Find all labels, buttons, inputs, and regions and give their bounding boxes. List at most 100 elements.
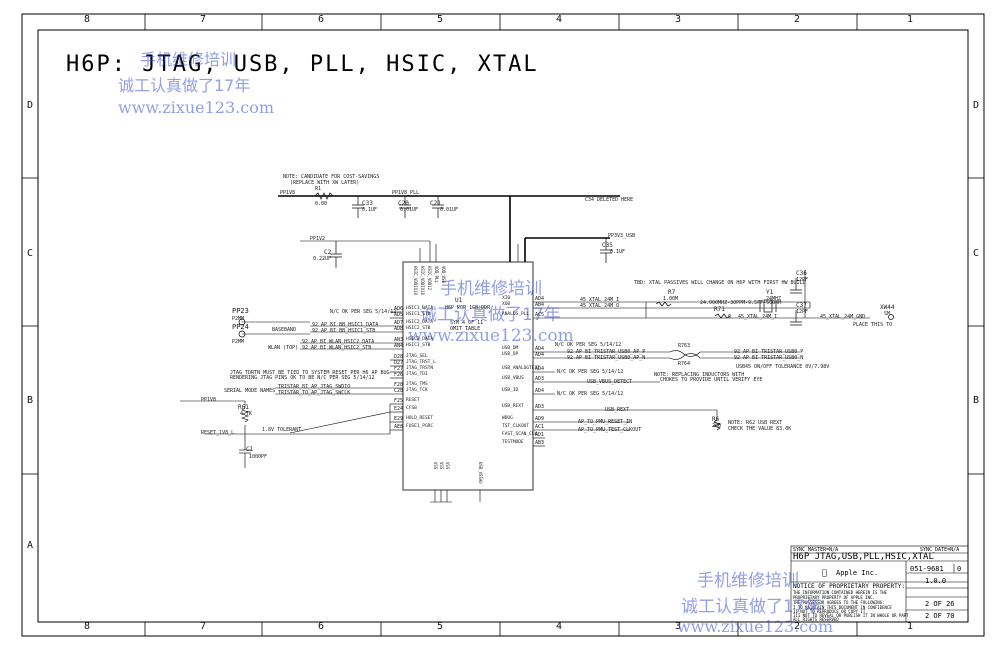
c35-val: 0.1UF — [610, 249, 626, 255]
note-jtag-2: RENDERING JTAG PINS OK TO BE N/C PER SEG… — [230, 375, 375, 381]
u1-pin-name: HSIC3_DATA — [406, 337, 434, 342]
net-pp3v3-usb: PP3V3_USB — [608, 233, 636, 239]
net-jtag-swclk: TRISTAR_TO_AP_JTAG_SWCLK — [278, 390, 351, 396]
row-label: D — [972, 100, 980, 111]
xtal-symbol — [655, 278, 802, 431]
net-reset-1v8: RESET_1V8_L — [201, 430, 235, 436]
u1-pin-number: AD4 — [535, 388, 545, 394]
u1-pin-name: TST_CLKOUT — [502, 424, 530, 429]
c36-val: 12PF — [796, 277, 809, 283]
u1-pin-name: HSIC2_STB — [406, 326, 431, 331]
u1-pin-number: AB4 — [535, 302, 545, 308]
net-pmu-reset: AP_TO_PMU_RESET_IN — [578, 419, 633, 425]
watermark-line1: 手机维修培训 — [140, 50, 237, 69]
u1-bottom-pin: VSS — [433, 462, 438, 470]
u1-pin-name: CFSB — [406, 406, 417, 411]
u1-pin-name: HSIC3_STB — [406, 343, 431, 348]
tb-prop-1: THE INFORMATION CONTAINED HEREIN IS THE — [793, 590, 887, 595]
u1-pin-name: JTAG_SEL — [406, 354, 428, 359]
column-label: 6 — [317, 621, 325, 632]
tb-page-title: H6P JTAG,USB,PLL,HSIC,XTAL — [793, 552, 934, 562]
note-rext-2: CHECK THE VALUE 83.0K — [728, 426, 792, 432]
column-label: 3 — [674, 14, 682, 25]
u1-pin-name: USB_ANALOGTEST — [502, 366, 540, 371]
net-usb-rext: USB_REXT — [605, 407, 630, 413]
u1-pin-number: AD9 — [535, 416, 545, 422]
u1-pin-number: E29 — [394, 416, 404, 422]
net-usb-p-r: 92 AP BI TRISTAR_USB0_P — [734, 349, 804, 355]
net-hsic2-data: 92 AP BI WLAN_HSIC2_DATA — [302, 339, 375, 345]
u1-pin-number: AD3 — [535, 404, 545, 410]
tb-prop-4: I TO MAINTAIN THIS DOCUMENT IN CONFIDENC… — [793, 605, 892, 610]
net-pp1v8-reset: PP1V8 — [201, 397, 217, 403]
u1-pin-name: ANALOG_PLL — [502, 312, 530, 317]
y1-ref: Y1 — [766, 289, 774, 296]
u1-sym: SYM 4 OF 11 — [450, 320, 484, 326]
c2-ref: C2 — [324, 249, 332, 256]
u1-top-pin: VDD_PLL — [434, 266, 439, 283]
tb-proprietary: NOTICE OF PROPRIETARY PROPERTY: — [793, 583, 905, 590]
note-tbd: TBD: XTAL PASSIVES WILL CHANGE ON H6P WI… — [634, 280, 806, 286]
tb-prop-5: II NOT TO REPRODUCE OR COPY IT — [793, 609, 866, 614]
u1-part: H6P_POP_1GB_DDR — [445, 305, 491, 311]
column-label: 7 — [199, 621, 207, 632]
c33-ref: C33 — [362, 200, 373, 207]
u1-bottom-pin: USB_VSSA0 — [478, 462, 483, 484]
net-usb-vbus: USB_VBUS_DETECT — [587, 379, 633, 385]
r61-resistor — [239, 407, 251, 468]
row-label: B — [26, 395, 34, 406]
u1-pin-name: TESTMODE — [502, 440, 524, 445]
net-pmu-clk: AP_TO_PMU_TEST_CLKOUT — [578, 427, 642, 433]
u1-pin-name: RESET — [406, 398, 420, 403]
u1-pin-number: AD4 — [535, 296, 545, 302]
u1-pin-number: AC1 — [535, 424, 545, 430]
xw44-ref: XW44 — [880, 304, 895, 311]
net-pp1v8: PP1V8 — [280, 190, 296, 196]
u1-pin-number: AB3 — [535, 440, 545, 446]
pp24-val: P2MM — [232, 339, 245, 345]
u1-top-pin: HSIC_VDDIO18 — [413, 266, 418, 295]
y1-val: 24MHZ — [766, 296, 782, 302]
u1-pin-name: JTAG_TRST_L — [406, 360, 436, 365]
u1-pin-name: HSIC2_DATA — [406, 320, 434, 325]
tb-company: Apple Inc. — [836, 569, 879, 577]
u1-pin-number: AD8 — [394, 326, 404, 332]
xtal-place: PLACE THIS TO — [853, 322, 893, 328]
u1-pin-number: AD4 — [535, 366, 545, 372]
u1-omit: OMIT_TABLE — [450, 326, 481, 332]
c33-val: 0.1UF — [362, 207, 378, 213]
u1-pin-name: HSIC1_DATA — [406, 306, 434, 311]
u1-pin-name: USB_ID — [502, 388, 519, 393]
u1-pin-number: AD3 — [535, 376, 545, 382]
column-label: 6 — [317, 14, 325, 25]
u1-pin-number: E24 — [394, 406, 404, 412]
note-chokes-2: CHOKES TO PROVIDE UNTIL VERIFY EYE — [660, 377, 763, 383]
outer-border — [21, 13, 985, 637]
tb-revision: 1.0.0 — [925, 577, 947, 585]
u1-pin-number: D27 — [394, 360, 404, 366]
c36-ref: C36 — [796, 270, 807, 277]
note-chokes: NOTE: REPLACING INDUCTORS WITH — [654, 372, 745, 378]
xw44-val: SM — [884, 311, 891, 317]
u1-pin-name: FAST_SCAN_CLK — [502, 432, 538, 437]
row-label: B — [972, 395, 980, 406]
u1-pin-number: AD6 — [394, 306, 404, 312]
r71-ref: R71 — [714, 306, 725, 313]
u1-pin-name: JTAG_TDI — [406, 372, 428, 377]
l64-ref: R764 — [678, 361, 691, 367]
u1-bottom-pin: VSS — [445, 462, 450, 470]
r6-ref: R6 — [712, 416, 720, 423]
note-cost-2: (REPLACE WITH XW LATER) — [290, 180, 360, 186]
c2-val: 0.22UF — [313, 256, 332, 262]
column-label: 7 — [199, 14, 207, 25]
r61-val: 4.7K — [240, 411, 253, 417]
u1-pin-name: XO0 — [502, 302, 511, 307]
r1-val: 0.00 — [315, 201, 328, 207]
u1-pin-name: FUSE1_PGRC — [406, 424, 434, 429]
u1-pin-number: F28 — [394, 382, 404, 388]
net-jtag-swdio: TRISTAR_BI_AP_JTAG_SWDIO — [278, 384, 351, 390]
r61-ref: R61 — [238, 404, 249, 411]
u1-top-pin: HSIC_VDDIO18 — [420, 266, 425, 295]
net-usb-n: 92 AP BI TRISTAR_USB0_AP_N — [567, 355, 646, 361]
u1-pin-name: WDOG — [502, 416, 513, 421]
